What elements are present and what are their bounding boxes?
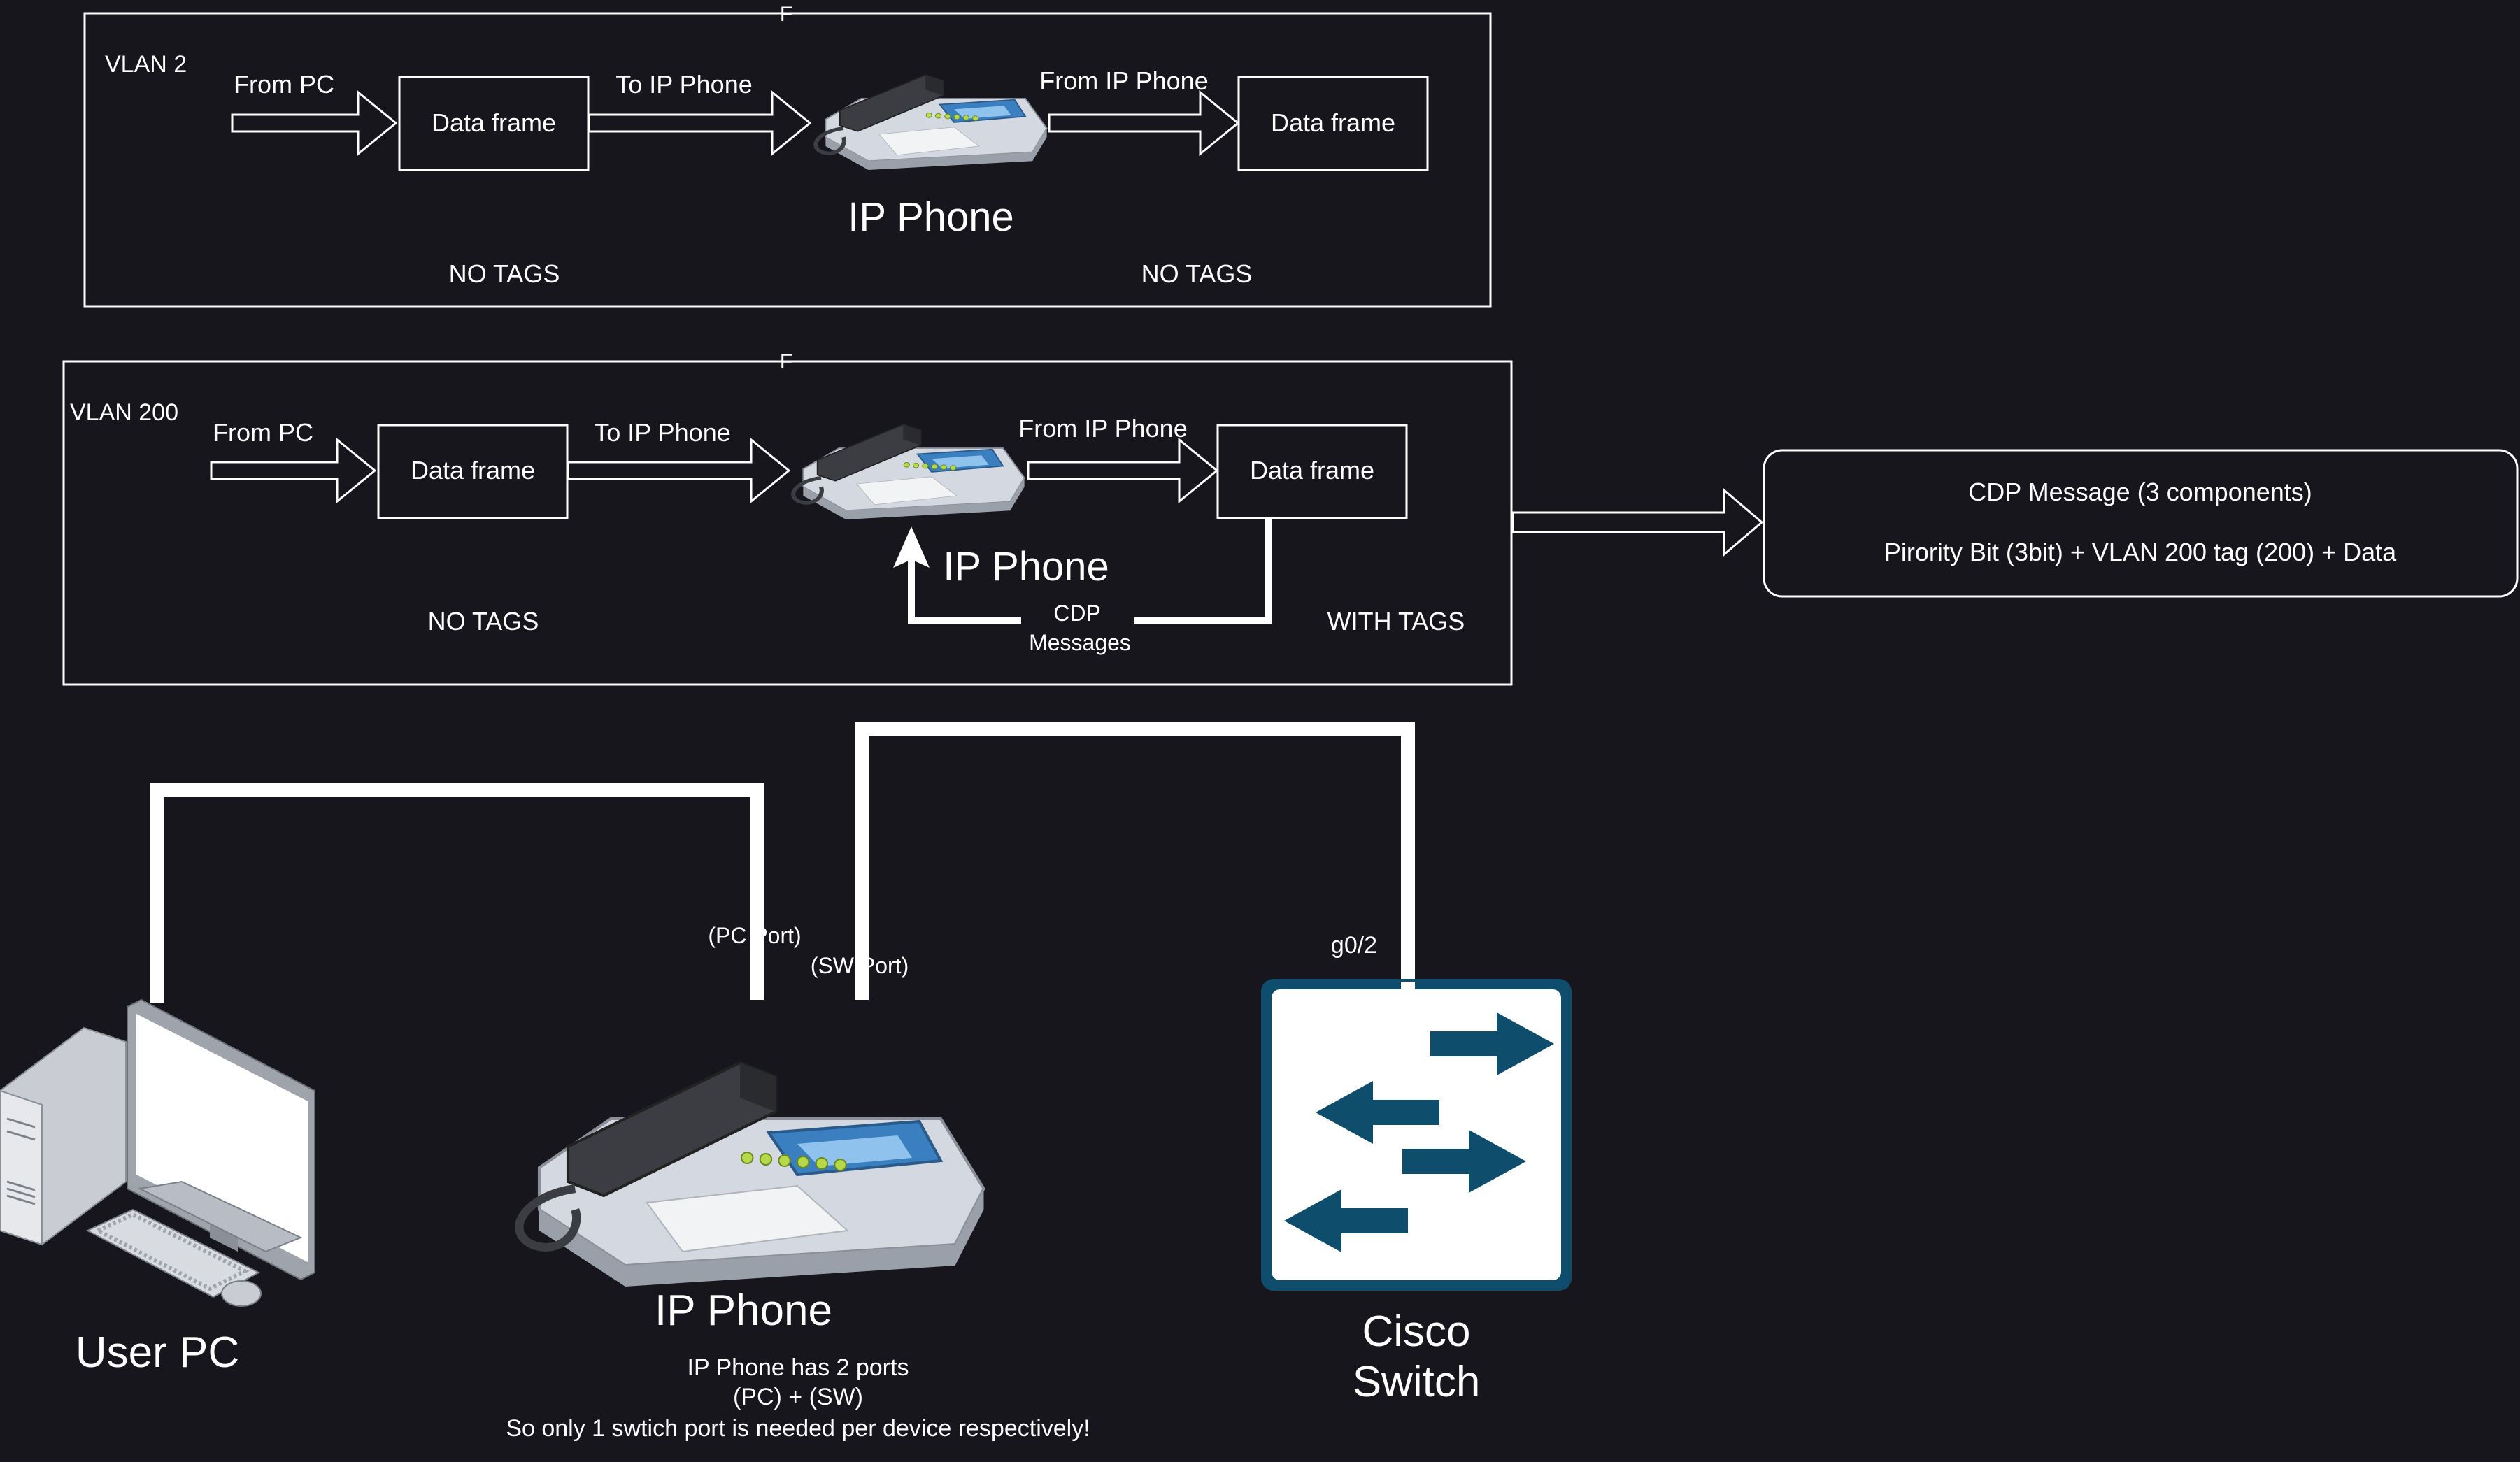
switch-label-line1: Cisco <box>1362 1307 1470 1356</box>
vlan200-frame-left-label: Data frame <box>411 456 535 485</box>
vlan2-marker: F <box>780 3 792 26</box>
vlan2-tags-right: NO TAGS <box>1141 259 1253 288</box>
note-line-3: So only 1 swtich port is needed per devi… <box>506 1415 1090 1442</box>
vlan200-tags-left: NO TAGS <box>428 607 539 636</box>
vlan2-from-phone-label: From IP Phone <box>1039 66 1208 95</box>
vlan2-from-pc-label: From PC <box>234 70 334 99</box>
cdp-message-box <box>1763 449 2519 598</box>
cdp-return-line-right <box>1134 519 1272 624</box>
sw-port-label: (SW Port) <box>811 953 909 978</box>
vlan200-ip-phone-icon <box>793 424 1024 519</box>
vlan200-marker: F <box>780 350 792 373</box>
vlan200-arrow-1 <box>210 437 377 504</box>
pc-to-phone-cable <box>150 783 764 1003</box>
vlan2-arrow-3 <box>1048 89 1240 157</box>
switch-cable-end <box>1401 982 1415 1021</box>
cdp-label-line2: Messages <box>1029 630 1131 655</box>
vlan200-arrow-2 <box>567 437 791 504</box>
ip-phone-label: IP Phone <box>655 1287 832 1335</box>
vlan2-arrow-2 <box>588 89 812 157</box>
switch-label-line2: Switch <box>1353 1358 1481 1406</box>
ip-phone-icon <box>519 1063 983 1287</box>
vlan2-title: VLAN 2 <box>105 51 187 78</box>
vlan200-frame-right <box>1216 424 1408 519</box>
vlan200-from-phone-label: From IP Phone <box>1018 414 1187 443</box>
pc-port-label: (PC Port) <box>708 923 801 948</box>
cdp-return-line-left <box>908 559 1021 624</box>
vlan200-to-phone-label: To IP Phone <box>594 418 731 447</box>
vlan200-tags-right: WITH TAGS <box>1327 607 1465 636</box>
cisco-switch-icon <box>1261 979 1572 1291</box>
switch-port-label: g0/2 <box>1331 932 1377 959</box>
vlan2-arrow-1 <box>231 89 398 157</box>
vlan2-panel: F VLAN 2 From PC Data frame To IP Phone … <box>83 3 1492 308</box>
vlan200-box <box>62 360 1513 686</box>
cdp-message-detail: Pirority Bit (3bit) + VLAN 200 tag (200)… <box>1884 538 2397 566</box>
vlan200-title: VLAN 200 <box>70 399 178 426</box>
cdp-message-title: CDP Message (3 components) <box>1968 478 2312 506</box>
vlan2-tags-left: NO TAGS <box>449 259 560 288</box>
vlan200-arrow-3 <box>1027 437 1219 504</box>
vlan2-phone-label: IP Phone <box>848 194 1014 240</box>
cdp-arrowhead-icon <box>893 526 930 568</box>
cdp-callout-arrow <box>1511 487 1764 557</box>
note-line-1: IP Phone has 2 ports <box>688 1354 909 1381</box>
vlan200-phone-label: IP Phone <box>943 544 1109 589</box>
vlan2-frame-right-label: Data frame <box>1271 108 1395 137</box>
user-pc-label: User PC <box>76 1328 239 1377</box>
vlan200-frame-right-label: Data frame <box>1250 456 1374 485</box>
note-line-2: (PC) + (SW) <box>733 1384 863 1410</box>
vlan200-panel: F VLAN 200 From PC Data frame To IP Phon… <box>62 350 1513 686</box>
cdp-label-line1: CDP <box>1053 601 1101 626</box>
vlan2-frame-right <box>1237 76 1429 171</box>
vlan200-from-pc-label: From PC <box>213 418 313 447</box>
vlan2-frame-left-label: Data frame <box>432 108 556 137</box>
user-pc-icon <box>0 998 315 1307</box>
vlan2-ip-phone-icon <box>816 75 1046 170</box>
vlan2-box <box>83 12 1492 308</box>
vlan2-to-phone-label: To IP Phone <box>615 70 753 99</box>
phone-to-switch-cable <box>855 722 1415 1019</box>
